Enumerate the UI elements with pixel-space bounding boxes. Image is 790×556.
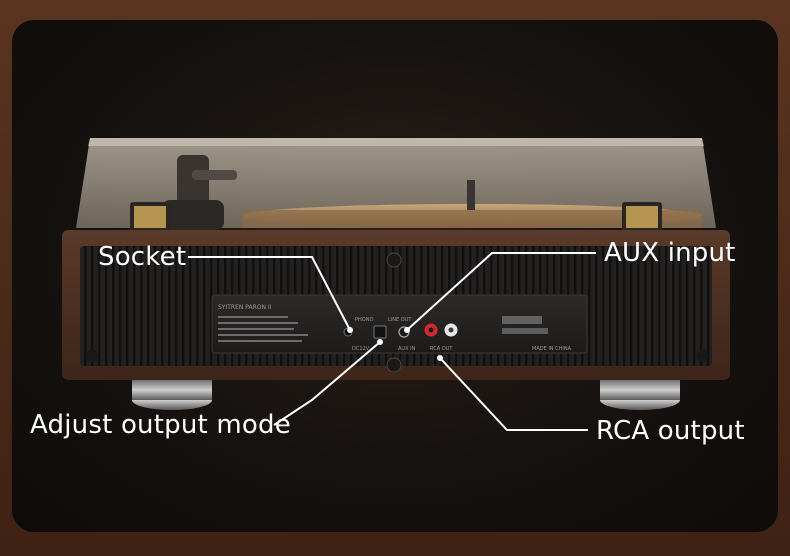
made-in-label: MADE IN CHINA bbox=[532, 346, 572, 352]
line-out-label: LINE OUT bbox=[388, 317, 412, 323]
socket-callout: Socket bbox=[98, 242, 187, 272]
left-hinge bbox=[130, 202, 170, 234]
aux-leader bbox=[406, 252, 596, 331]
rca-leader bbox=[439, 357, 588, 431]
tonearm bbox=[162, 155, 237, 230]
aux-input-callout: AUX input bbox=[604, 238, 736, 268]
screw-right bbox=[696, 350, 708, 362]
left-foot bbox=[132, 380, 212, 410]
phono-label: PHONO bbox=[355, 317, 373, 323]
platter bbox=[242, 180, 702, 228]
right-foot bbox=[600, 380, 680, 410]
product-photo: SYITREN PARON II PHONO LINE OUT DC12V AU… bbox=[12, 20, 778, 532]
screw-left bbox=[86, 350, 98, 362]
rca-output-callout: RCA output bbox=[596, 416, 745, 446]
aux-in-label: AUX IN bbox=[398, 346, 416, 352]
adjust-mode-leader bbox=[273, 341, 381, 426]
connector-plate: SYITREN PARON II PHONO LINE OUT DC12V AU… bbox=[211, 294, 588, 354]
brand-label: SYITREN PARON II bbox=[218, 304, 272, 311]
adjust-output-mode-callout: Adjust output mode bbox=[30, 410, 291, 440]
turntable-rear-view: SYITREN PARON II PHONO LINE OUT DC12V AU… bbox=[62, 138, 730, 431]
rca-out-label: RCA OUT bbox=[430, 346, 453, 352]
mode-switch bbox=[373, 325, 387, 339]
socket-leader bbox=[188, 256, 351, 331]
leader-lines bbox=[188, 252, 596, 431]
screw-bottom bbox=[386, 357, 402, 373]
right-hinge bbox=[622, 202, 662, 234]
dc-label: DC12V bbox=[352, 346, 370, 352]
screw-top bbox=[386, 252, 402, 268]
